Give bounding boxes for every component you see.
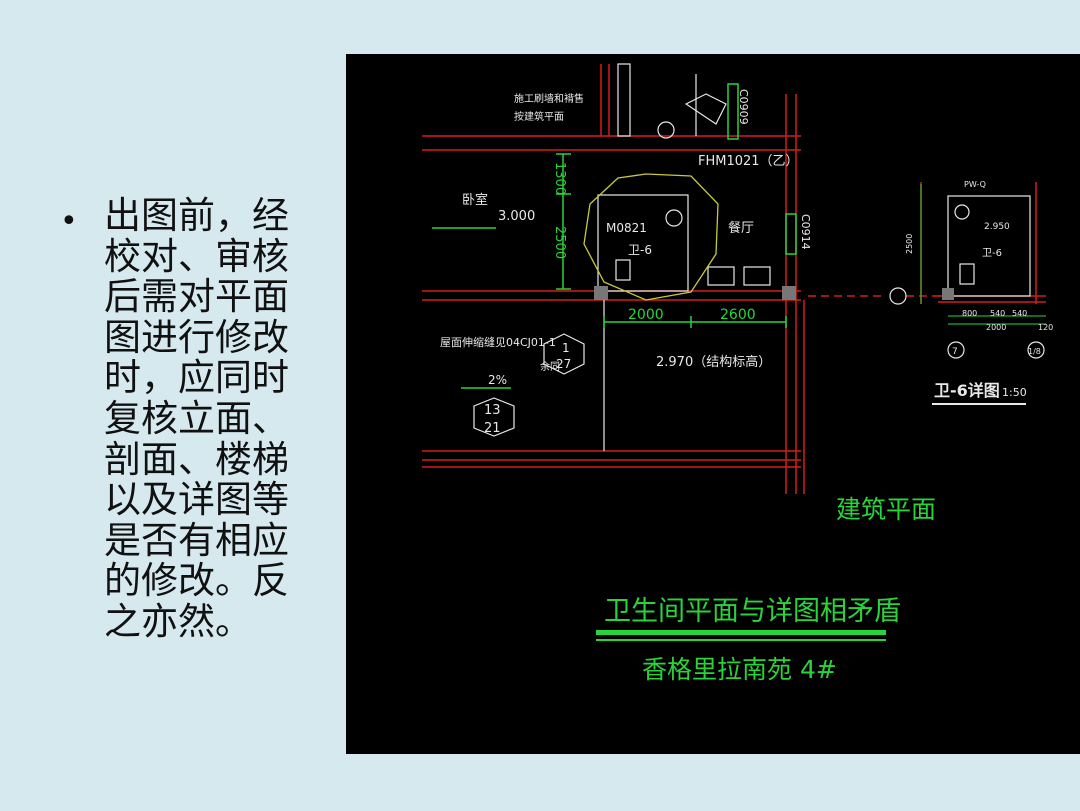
door-m0821-label: M0821 [606,221,647,235]
detail-d540a-label: 540 [990,309,1005,318]
bullet-text: 出图前，经校对、审核后需对平面图进行修改时，应同时复核立面、剖面、楼梯以及详图等… [104,194,289,643]
detail-scale: 1:50 [1002,386,1027,399]
callout-shapes [473,287,1045,437]
cad-drawing-svg: 施工刷墙和褙售 按建筑平面 FHM1021（乙） C0909 C0914 卧室 … [422,63,1053,684]
axis-1-8-label: 1/8 [1028,347,1041,356]
callout2-top: 13 [484,403,501,418]
project-label: 香格里拉南苑 4# [642,655,837,684]
elev-2970-label: 2.970（结构标高） [656,354,771,370]
callout1-bottom: 27 [556,357,571,371]
revision-cloud [583,173,719,301]
note-line1: 施工刷墙和褙售 [514,92,584,105]
callout1-top: 1 [562,341,570,355]
room-bedroom-label: 卧室 [462,192,488,208]
window-c0909-label: C0909 [737,89,750,125]
dim-1300-label: 1300 [552,162,567,195]
detail-d120-label: 120 [1038,323,1053,332]
inner-walls [597,63,1031,451]
window-markers [432,83,797,389]
door-fhm-label: FHM1021（乙） [698,154,799,169]
detail-d2000-label: 2000 [986,323,1006,332]
detail-title: 卫-6详图 [934,381,1000,400]
elev-3000-label: 3.000 [498,209,535,224]
building-plan-label: 建筑平面 [836,495,936,524]
detail-d800-label: 800 [962,309,977,318]
cad-drawing: 施工刷墙和褙售 按建筑平面 FHM1021（乙） C0909 C0914 卧室 … [346,54,1080,754]
remain-label: 余同 [540,360,560,373]
detail-wei6-label: 卫-6 [982,248,1002,259]
title-underlines [596,403,1026,641]
bullet-dot-icon: • [60,204,78,239]
columns [594,286,954,300]
detail-pw-label: PW-Q [964,180,986,189]
note-line2: 按建筑平面 [514,110,564,123]
slope-label: 2% [488,373,507,387]
dim-2500-label: 2500 [552,226,567,259]
detail-elev-label: 2.950 [984,222,1010,232]
axis-7-label: 7 [952,347,958,357]
detail-v2500-label: 2500 [905,234,914,254]
wei6-label: 卫-6 [628,243,652,257]
main-title: 卫生间平面与详图相矛盾 [604,596,901,627]
room-dining-label: 餐厅 [728,220,754,236]
roof-joint-label: 屋面伸缩缝见04CJ01-1 [440,335,556,349]
cad-labels: 施工刷墙和褙售 按建筑平面 FHM1021（乙） C0909 C0914 卧室 … [440,89,1053,684]
detail-d540b-label: 540 [1012,309,1027,318]
window-c0914-label: C0914 [799,214,812,250]
dim-2000-label: 2000 [628,307,664,323]
callout2-bottom: 21 [484,421,501,436]
dim-2600-label: 2600 [720,307,756,323]
detail-dimensions [920,184,1046,325]
